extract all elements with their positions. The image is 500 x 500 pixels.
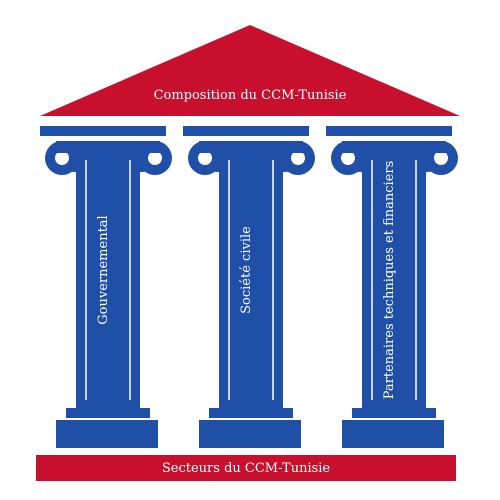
base-band: [36, 455, 456, 481]
roof-title: Composition du CCM-Tunisie: [154, 88, 347, 103]
pillar-partenaires: [326, 126, 458, 448]
pillar-label-partenaires: Partenaires techniques et financiers: [382, 161, 397, 400]
pillar-label-gouvernemental: Gouvernemental: [96, 215, 111, 324]
pillar-societe-civile: [183, 126, 315, 448]
base-title: Secteurs du CCM-Tunisie: [162, 461, 331, 476]
roof: [40, 25, 460, 116]
pillar-label-societe-civile: Société civile: [239, 226, 254, 314]
pillar-gouvernemental: [40, 126, 172, 448]
